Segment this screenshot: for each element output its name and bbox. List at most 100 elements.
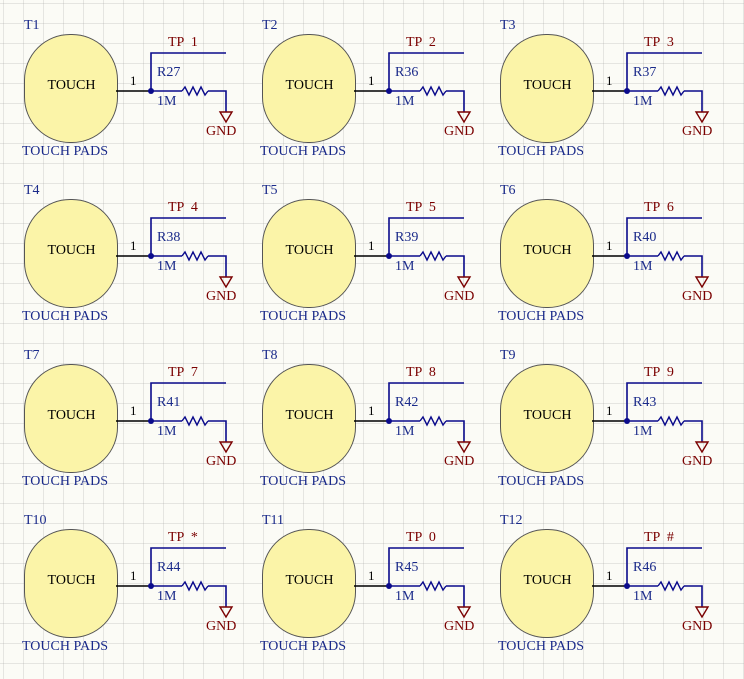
wiring xyxy=(592,217,710,289)
resistor-symbol xyxy=(657,415,685,427)
pad-label: TOUCH xyxy=(285,408,334,423)
pad-designator: T11 xyxy=(262,513,285,528)
ground-icon xyxy=(694,606,710,619)
touch-pad-symbol[interactable] xyxy=(262,34,356,143)
pad-label: TOUCH xyxy=(523,243,572,258)
net-label: TP 0 xyxy=(406,530,436,545)
ground-icon xyxy=(456,111,472,124)
net-label: TP 1 xyxy=(168,35,198,50)
resistor-symbol xyxy=(419,85,447,97)
pad-designator: T2 xyxy=(262,18,278,33)
net-wire xyxy=(626,52,702,91)
resistor-value: 1M xyxy=(395,259,415,274)
pad-designator: T12 xyxy=(500,513,523,528)
gnd-wire xyxy=(684,90,703,112)
pad-label: TOUCH xyxy=(47,78,96,93)
resistor-designator: R41 xyxy=(157,395,181,410)
part-description: TOUCH PADS xyxy=(260,474,346,489)
part-description: TOUCH PADS xyxy=(498,309,584,324)
gnd-wire xyxy=(446,90,465,112)
pad-label: TOUCH xyxy=(285,78,334,93)
gnd-label: GND xyxy=(682,124,713,139)
gnd-label: GND xyxy=(206,454,237,469)
gnd-label: GND xyxy=(444,619,475,634)
part-description: TOUCH PADS xyxy=(498,144,584,159)
resistor-value: 1M xyxy=(157,94,177,109)
resistor-value: 1M xyxy=(633,94,653,109)
resistor-symbol xyxy=(181,85,209,97)
gnd-label: GND xyxy=(444,289,475,304)
touch-pad-symbol[interactable] xyxy=(24,529,118,638)
net-wire xyxy=(388,52,464,91)
part-description: TOUCH PADS xyxy=(260,144,346,159)
part-description: TOUCH PADS xyxy=(22,309,108,324)
gnd-wire xyxy=(684,585,703,607)
gnd-wire xyxy=(208,585,227,607)
gnd-wire xyxy=(208,255,227,277)
pad-designator: T9 xyxy=(500,348,516,363)
gnd-label: GND xyxy=(206,289,237,304)
touch-pad-symbol[interactable] xyxy=(262,529,356,638)
resistor-designator: R37 xyxy=(633,65,657,80)
pin-number: 1 xyxy=(606,238,613,253)
pad-label: TOUCH xyxy=(523,78,572,93)
resistor-designator: R39 xyxy=(395,230,419,245)
net-wire xyxy=(626,547,702,586)
ground-icon xyxy=(218,606,234,619)
resistor-symbol xyxy=(657,85,685,97)
net-label: TP 9 xyxy=(644,365,674,380)
wiring xyxy=(354,217,472,289)
wiring xyxy=(116,217,234,289)
ground-icon xyxy=(218,276,234,289)
part-description: TOUCH PADS xyxy=(260,309,346,324)
pad-label: TOUCH xyxy=(523,408,572,423)
pad-label: TOUCH xyxy=(47,573,96,588)
pad-designator: T4 xyxy=(24,183,40,198)
net-wire xyxy=(150,382,226,421)
pad-designator: T8 xyxy=(262,348,278,363)
pad-designator: T6 xyxy=(500,183,516,198)
ground-icon xyxy=(456,606,472,619)
gnd-wire xyxy=(446,255,465,277)
touch-pad-symbol[interactable] xyxy=(500,199,594,308)
part-description: TOUCH PADS xyxy=(22,639,108,654)
touch-pad-symbol[interactable] xyxy=(262,364,356,473)
resistor-value: 1M xyxy=(157,589,177,604)
wiring xyxy=(592,382,710,454)
net-wire xyxy=(626,382,702,421)
net-label: TP * xyxy=(168,530,198,545)
resistor-symbol xyxy=(419,415,447,427)
pin-number: 1 xyxy=(368,568,375,583)
resistor-designator: R38 xyxy=(157,230,181,245)
net-wire xyxy=(388,217,464,256)
touch-pad-symbol[interactable] xyxy=(24,364,118,473)
junction-dot xyxy=(624,88,630,94)
touch-pad-symbol[interactable] xyxy=(262,199,356,308)
touch-pad-symbol[interactable] xyxy=(500,364,594,473)
wiring xyxy=(354,547,472,619)
net-label: TP 4 xyxy=(168,200,198,215)
pad-label: TOUCH xyxy=(523,573,572,588)
junction-dot xyxy=(148,253,154,259)
touch-pad-symbol[interactable] xyxy=(24,34,118,143)
touch-pad-symbol[interactable] xyxy=(24,199,118,308)
touch-pad-symbol[interactable] xyxy=(500,34,594,143)
part-description: TOUCH PADS xyxy=(22,144,108,159)
pin-number: 1 xyxy=(368,73,375,88)
resistor-value: 1M xyxy=(395,589,415,604)
ground-icon xyxy=(694,276,710,289)
net-wire xyxy=(150,217,226,256)
gnd-label: GND xyxy=(682,619,713,634)
pin-number: 1 xyxy=(368,238,375,253)
part-description: TOUCH PADS xyxy=(22,474,108,489)
touch-pad-symbol[interactable] xyxy=(500,529,594,638)
junction-dot xyxy=(624,583,630,589)
gnd-label: GND xyxy=(206,124,237,139)
